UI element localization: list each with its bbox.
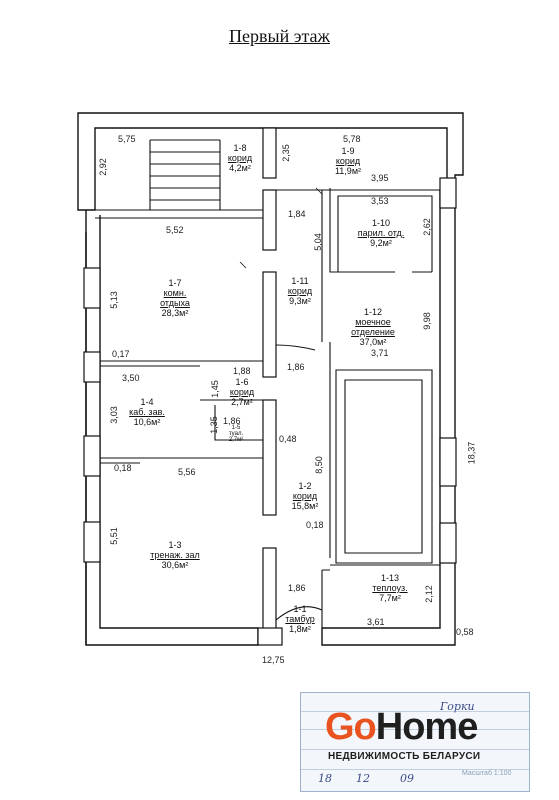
wall-1-7-top bbox=[262, 189, 277, 251]
dim-label: 5,13 bbox=[108, 291, 119, 309]
wall-1-2-left bbox=[262, 399, 277, 516]
dim-label: 0,17 bbox=[112, 349, 130, 359]
handwritten-note: Горки bbox=[440, 700, 475, 713]
dim-label: 0,18 bbox=[306, 520, 324, 530]
window-left-3 bbox=[83, 435, 101, 477]
window-left-4 bbox=[83, 521, 101, 563]
dim-label: 5,75 bbox=[118, 134, 136, 144]
stairs bbox=[149, 139, 221, 210]
date-month: 12 bbox=[356, 772, 370, 785]
door-1-1 bbox=[257, 627, 283, 646]
wall-1-7-mid bbox=[262, 271, 277, 378]
dim-label: 8,50 bbox=[313, 456, 324, 474]
dim-label: 1,86 bbox=[287, 362, 305, 372]
dim-label: 1,86 bbox=[223, 416, 241, 426]
dim-label: 1,86 bbox=[288, 583, 306, 593]
dim-label: 5,52 bbox=[166, 225, 184, 235]
dim-label: 3,53 bbox=[371, 196, 389, 206]
room-1-5 bbox=[200, 399, 263, 441]
window-right-2 bbox=[439, 437, 457, 487]
pool bbox=[335, 369, 433, 564]
page-title: Первый этаж bbox=[229, 26, 330, 46]
date-day: 18 bbox=[318, 772, 332, 785]
dim-label: 0,48 bbox=[279, 434, 297, 444]
wall-1-13-top bbox=[322, 564, 440, 571]
door-arc-1 bbox=[275, 606, 323, 621]
window-right-3 bbox=[439, 522, 457, 564]
dim-label: 5,51 bbox=[108, 527, 119, 545]
dim-label: 2,12 bbox=[423, 585, 434, 603]
wall-1-11-right bbox=[321, 190, 331, 558]
dim-label: 0,18 bbox=[114, 463, 132, 473]
door-arc-2 bbox=[275, 344, 316, 351]
logo-tagline: НЕДВИЖИМОСТЬ БЕЛАРУСИ bbox=[328, 751, 481, 762]
date-year: 09 bbox=[400, 772, 414, 785]
dim-label: 18,37 bbox=[466, 441, 477, 465]
dim-label: 12,75 bbox=[262, 655, 285, 665]
stamp-box bbox=[300, 692, 530, 792]
dim-label: 2,35 bbox=[280, 144, 291, 162]
dim-label: 3,95 bbox=[371, 173, 389, 183]
wall-1-2-lower bbox=[262, 547, 277, 631]
wall-under-1-8 bbox=[95, 209, 263, 219]
dim-label: 5,78 bbox=[343, 134, 361, 144]
dim-label: 5,56 bbox=[178, 467, 196, 477]
dim-label: 2,92 bbox=[97, 158, 108, 176]
dim-label: 0,58 bbox=[456, 627, 474, 637]
dim-label: 1,45 bbox=[209, 380, 220, 398]
dim-label: 3,61 bbox=[367, 617, 385, 627]
wall-1-4-1-3 bbox=[100, 457, 263, 464]
outer-wall-outer bbox=[77, 112, 464, 646]
dim-label: 3,50 bbox=[122, 373, 140, 383]
dim-label: 9,98 bbox=[421, 312, 432, 330]
scale-note: Масштаб 1:100 bbox=[462, 770, 512, 777]
dim-label: 1,35 bbox=[208, 416, 219, 434]
room-1-10-walls bbox=[329, 188, 433, 273]
dim-label: 1,88 bbox=[233, 366, 251, 376]
dim-label: 3,71 bbox=[371, 348, 389, 358]
wall-top-column bbox=[262, 127, 277, 179]
wall-1-7-1-4 bbox=[100, 360, 263, 367]
window-left-1 bbox=[83, 267, 101, 309]
window-right-1 bbox=[439, 177, 457, 209]
dim-label: 5,04 bbox=[312, 233, 323, 251]
dim-label: 3,03 bbox=[108, 406, 119, 424]
gohome-logo: GoHome bbox=[325, 706, 478, 748]
window-left-2 bbox=[83, 351, 101, 383]
dim-label: 1,84 bbox=[288, 209, 306, 219]
